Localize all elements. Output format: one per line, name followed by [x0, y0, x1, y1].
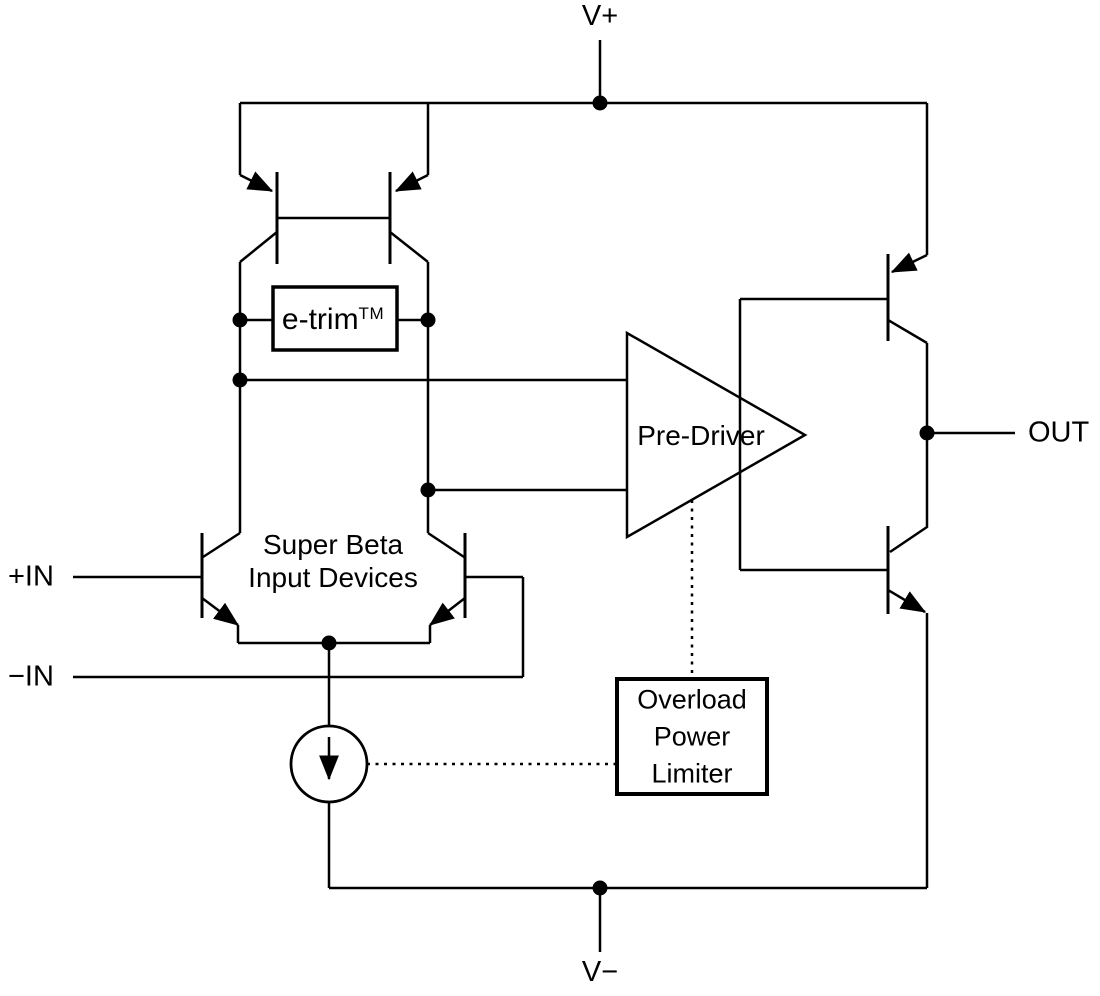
left-npn-emitter-arrow	[201, 597, 239, 626]
e-trim-trademark: TM	[358, 304, 385, 323]
pre-driver-triangle	[625, 330, 808, 540]
right-pnp-emitter-arrow	[394, 171, 429, 193]
e-trim-text: e-trim	[281, 303, 359, 336]
lower-npn-collector	[889, 433, 929, 554]
upper-pnp-emitter-arrow	[890, 252, 928, 274]
upper-pnp-collector	[887, 318, 928, 345]
tail-junction-dot	[321, 635, 337, 651]
overload-power-limiter-box	[615, 677, 769, 796]
super-beta-line2: Input Devices	[248, 562, 418, 593]
overload-power-limiter-label: Overload Power Limiter	[637, 682, 747, 793]
v-minus-label: V−	[581, 956, 619, 988]
overload-line3: Limiter	[651, 758, 733, 789]
out-label: OUT	[1028, 416, 1090, 449]
lower-npn-emitter-arrow	[887, 588, 927, 614]
pre-driver-input-wires	[240, 378, 627, 492]
left-npn-collector	[202, 531, 241, 559]
v-minus-junction-dot	[592, 880, 608, 896]
e-trim-box	[271, 285, 399, 352]
left-pnp-emitter-arrow	[239, 171, 274, 193]
pre-driver-label: Pre-Driver	[637, 420, 765, 451]
v-plus-label: V+	[581, 0, 619, 32]
right-npn-emitter-arrow	[429, 597, 466, 626]
junction-dots	[232, 95, 935, 896]
bottom-input-junction-dot	[420, 482, 436, 498]
super-beta-line1: Super Beta	[262, 529, 404, 560]
v-plus-junction-dot	[592, 95, 608, 111]
e-trim-block	[240, 285, 428, 352]
right-npn-collector	[427, 531, 465, 559]
supply-rails	[240, 40, 927, 952]
top-input-junction-dot	[232, 372, 248, 388]
output-stage	[738, 103, 1015, 888]
in-negative-label: −IN	[8, 660, 54, 693]
overload-line2: Power	[653, 721, 731, 752]
e-trim-right-junction-dot	[420, 312, 436, 328]
super-beta-label: Super Beta Input Devices	[248, 528, 418, 594]
e-trim-label: e-trimTM	[282, 305, 384, 335]
tail-current-source	[289, 643, 369, 888]
overload-line1: Overload	[637, 684, 747, 715]
out-junction-dot	[919, 425, 935, 441]
in-positive-label: +IN	[8, 560, 54, 593]
right-pnp-collector	[389, 231, 429, 263]
left-pnp-collector	[239, 231, 278, 263]
e-trim-left-junction-dot	[232, 312, 248, 328]
overload-power-limiter-block	[367, 500, 769, 796]
